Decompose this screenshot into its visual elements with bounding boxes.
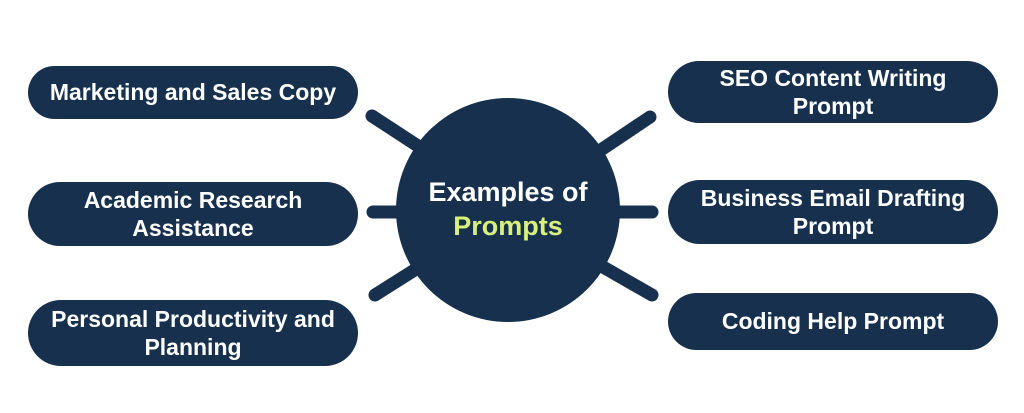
node-label: Marketing and Sales Copy [49,79,337,106]
node-label: Academic Research Assistance [83,186,303,241]
node-pill-business-email-drafting-prompt: Business Email Drafting Prompt [668,180,998,244]
center-title-line2: Prompts [453,210,563,241]
node-pill-coding-help-prompt: Coding Help Prompt [668,293,998,350]
center-node: Examples of Prompts [396,98,620,322]
node-pill-seo-content-writing-prompt: SEO Content Writing Prompt [668,61,998,123]
node-label: Business Email Drafting Prompt [700,184,966,239]
node-label: Coding Help Prompt [721,308,945,335]
node-label: Personal Productivity and Planning [51,305,335,360]
node-pill-personal-productivity-planning: Personal Productivity and Planning [28,300,358,366]
node-pill-marketing-sales-copy: Marketing and Sales Copy [28,66,358,119]
node-pill-academic-research-assistance: Academic Research Assistance [28,182,358,246]
node-label: SEO Content Writing Prompt [719,64,947,119]
center-title-line1: Examples of [428,176,588,207]
